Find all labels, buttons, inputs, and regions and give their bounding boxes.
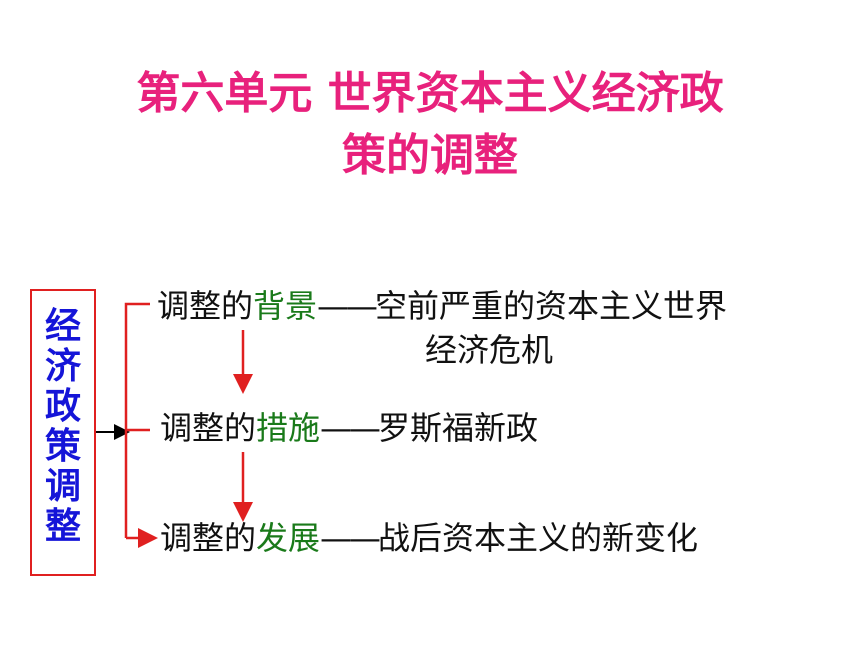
row-measures: 调整的措施——罗斯福新政 — [160, 408, 538, 448]
row-measures-highlight: 措施 — [256, 409, 321, 447]
row-background-prefix: 调整的 — [157, 287, 254, 325]
row-development-prefix: 调整的 — [160, 519, 257, 557]
row-development: 调整的发展——战后资本主义的新变化 — [160, 518, 698, 558]
row-background-desc-cont: 经济危机 — [425, 331, 554, 369]
red-bracket — [124, 302, 150, 538]
page-title-line-2: 策的调整 — [342, 130, 518, 181]
row-measures-desc: 罗斯福新政 — [378, 409, 539, 447]
row-development-dash: —— — [320, 519, 381, 557]
page-title-line-1: 第六单元 世界资本主义经济政 — [136, 68, 724, 119]
side-label-box — [30, 289, 96, 576]
row-measures-prefix: 调整的 — [160, 409, 257, 447]
row-background-highlight: 背景 — [253, 287, 318, 325]
row-development-highlight: 发展 — [256, 519, 321, 557]
row-measures-dash: —— — [320, 409, 381, 447]
row-background: 调整的背景——空前严重的资本主义世界 — [157, 286, 727, 326]
row-background-desc: 空前严重的资本主义世界 — [375, 287, 728, 325]
row-development-desc: 战后资本主义的新变化 — [378, 519, 699, 557]
side-label: 经济政策调整 — [44, 306, 81, 547]
row-background-dash: —— — [317, 287, 378, 325]
